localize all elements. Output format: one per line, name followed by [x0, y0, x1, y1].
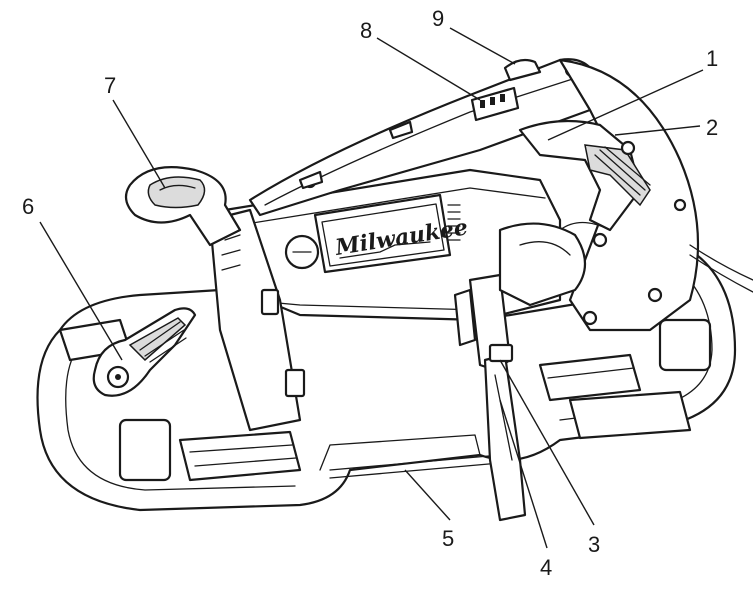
- leader-9: [449, 27, 516, 65]
- pulley-housing: [498, 222, 608, 307]
- leader-2: [614, 125, 701, 136]
- callout-1: 1: [706, 46, 718, 71]
- callout-9: 9: [432, 6, 444, 31]
- callout-leaders: [39, 27, 704, 549]
- leader-5: [404, 469, 451, 521]
- leader-1: [547, 69, 704, 141]
- leader-6: [39, 221, 123, 361]
- body-knob: [284, 234, 320, 270]
- callout-labels: 1 2 3 4 5 6 7 8 9: [22, 6, 718, 580]
- callout-6: 6: [22, 194, 34, 219]
- callout-5: 5: [442, 526, 454, 551]
- brand-plate: Milwaukee: [313, 193, 470, 274]
- callout-7: 7: [104, 73, 116, 98]
- callout-8: 8: [360, 18, 372, 43]
- callout-3: 3: [588, 532, 600, 557]
- tension-lever: [92, 307, 197, 397]
- saw-blade: [329, 454, 501, 479]
- power-cord: [689, 244, 753, 293]
- left-foot: [58, 318, 302, 482]
- leader-7: [112, 99, 166, 189]
- callout-2: 2: [706, 115, 718, 140]
- leader-8: [376, 37, 481, 101]
- rear-handle: [518, 58, 700, 332]
- top-button: [503, 58, 542, 82]
- callout-4: 4: [540, 555, 552, 580]
- leader-3: [499, 359, 595, 526]
- front-handle: [124, 166, 242, 247]
- leader-4: [499, 399, 548, 549]
- gear-rack: [447, 204, 461, 241]
- speed-dial: [470, 86, 520, 122]
- right-foot: [538, 318, 712, 440]
